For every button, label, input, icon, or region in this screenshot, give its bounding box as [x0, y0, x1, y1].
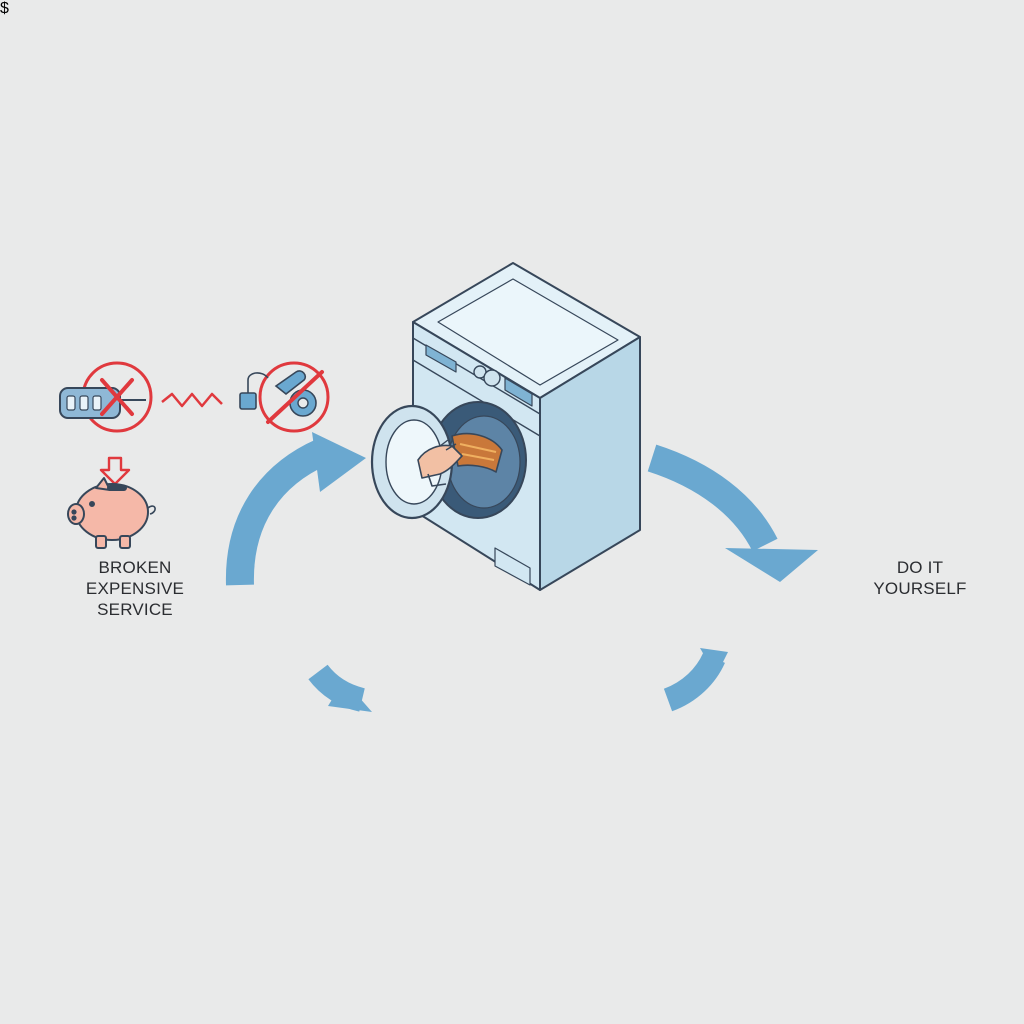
right-caption-line-1: DO IT — [896, 558, 944, 577]
hand-repair-icon — [417, 432, 503, 487]
left-caption-line-3: SERVICE — [97, 600, 173, 619]
positive-connection-zigzag: $ — [0, 0, 966, 619]
flow-arrow-upper-left — [225, 432, 366, 586]
left-caption-line-1: BROKEN — [98, 558, 172, 577]
flow-arrow-lower-right — [663, 648, 728, 712]
washing-machine — [370, 262, 641, 591]
flow-arrow-upper-right — [647, 444, 818, 582]
broken-heating-element-icon — [59, 361, 153, 433]
left-caption: BROKEN EXPENSIVE SERVICE — [60, 557, 210, 620]
flow-arrow-lower-left — [308, 664, 372, 712]
right-caption: DO IT YOURSELF — [850, 557, 990, 599]
piggy-bank-gain-icon: $ — [0, 0, 9, 17]
no-service-icon — [239, 361, 330, 433]
right-caption-line-2: YOURSELF — [873, 579, 967, 598]
broken-connection-zigzag — [161, 392, 223, 408]
left-caption-line-2: EXPENSIVE — [85, 579, 185, 598]
piggy-bank-loss-icon — [67, 477, 156, 549]
money-down-arrow-icon — [99, 456, 131, 486]
